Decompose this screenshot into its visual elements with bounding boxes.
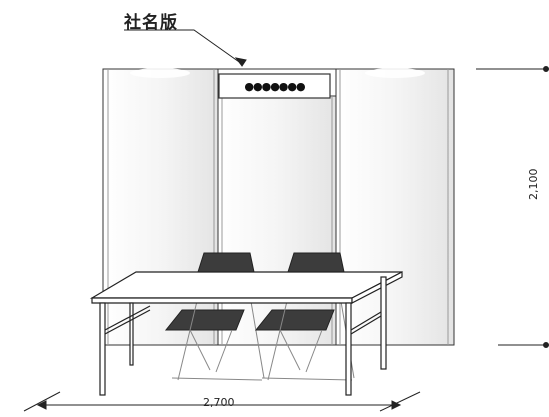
chair-right	[254, 252, 355, 381]
sign-label: 社名版	[124, 13, 178, 33]
sign-leader	[124, 29, 247, 67]
height-dimension-lines	[476, 66, 549, 348]
width-dimension-lines	[23, 391, 421, 412]
nameplate-text: ●●●●●●●	[244, 79, 305, 93]
height-dimension-label: 2,100	[527, 168, 540, 201]
table	[89, 271, 403, 396]
right-panel	[335, 68, 455, 346]
nameplate	[218, 73, 331, 99]
center-panel	[217, 95, 337, 346]
width-dimension-label: 2,700	[203, 396, 235, 409]
